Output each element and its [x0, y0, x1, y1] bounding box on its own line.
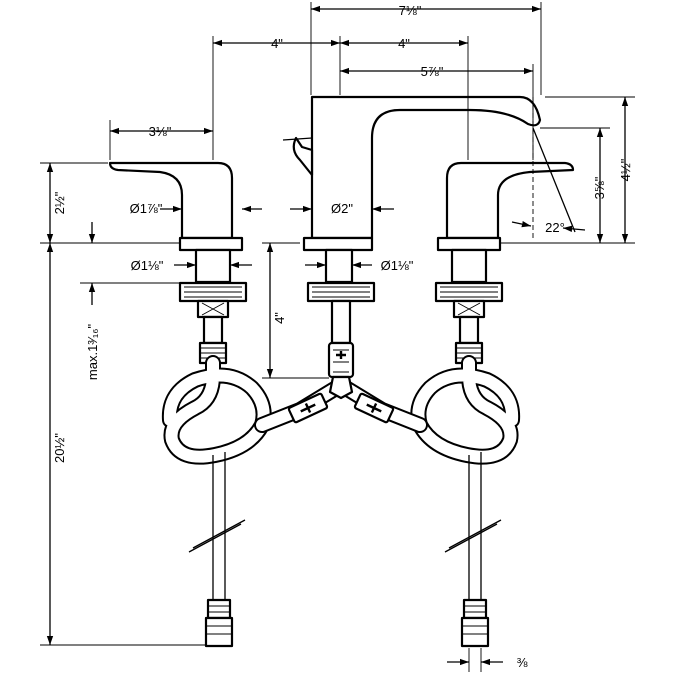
- dim-max-deck: max.1³⁄₁₆": [85, 324, 100, 381]
- dim-supply-size: ⅜: [517, 655, 528, 670]
- dim-handle-length: 3⅛": [149, 124, 172, 139]
- dim-shank-length: 4": [272, 312, 287, 324]
- right-handle: [436, 161, 575, 284]
- dim-spout-base-dia: Ø2": [331, 201, 353, 216]
- dim-spout-height: 4½": [618, 158, 633, 181]
- dim-spout-reach: 5⅞": [421, 64, 444, 79]
- dim-overall-width: 7⅛": [399, 3, 422, 18]
- dim-left-center-to-spout: 4": [271, 36, 283, 51]
- dimension-labels: 7⅛" 4" 4" 5⅞" 3⅛" Ø1⅞" Ø2" Ø1⅛" Ø1⅛" 2½"…: [52, 3, 633, 670]
- left-valve: [178, 281, 248, 365]
- supply-hoses: [161, 355, 521, 648]
- dim-center-shank-dia: Ø1⅛": [381, 258, 414, 273]
- dim-total-height: 20½": [52, 433, 67, 463]
- dim-left-shank-dia: Ø1⅛": [131, 258, 164, 273]
- spout: [282, 95, 542, 379]
- dim-spout-angle: 22°: [545, 220, 565, 235]
- right-valve: [434, 281, 504, 365]
- left-handle: [108, 161, 244, 284]
- dim-handle-height: 2½": [52, 191, 67, 214]
- dimension-lines: [40, 2, 635, 672]
- dim-handle-base-dia: Ø1⅞": [130, 201, 163, 216]
- dim-outlet-height: 3⅝": [592, 176, 607, 199]
- dim-spout-to-right-center: 4": [398, 36, 410, 51]
